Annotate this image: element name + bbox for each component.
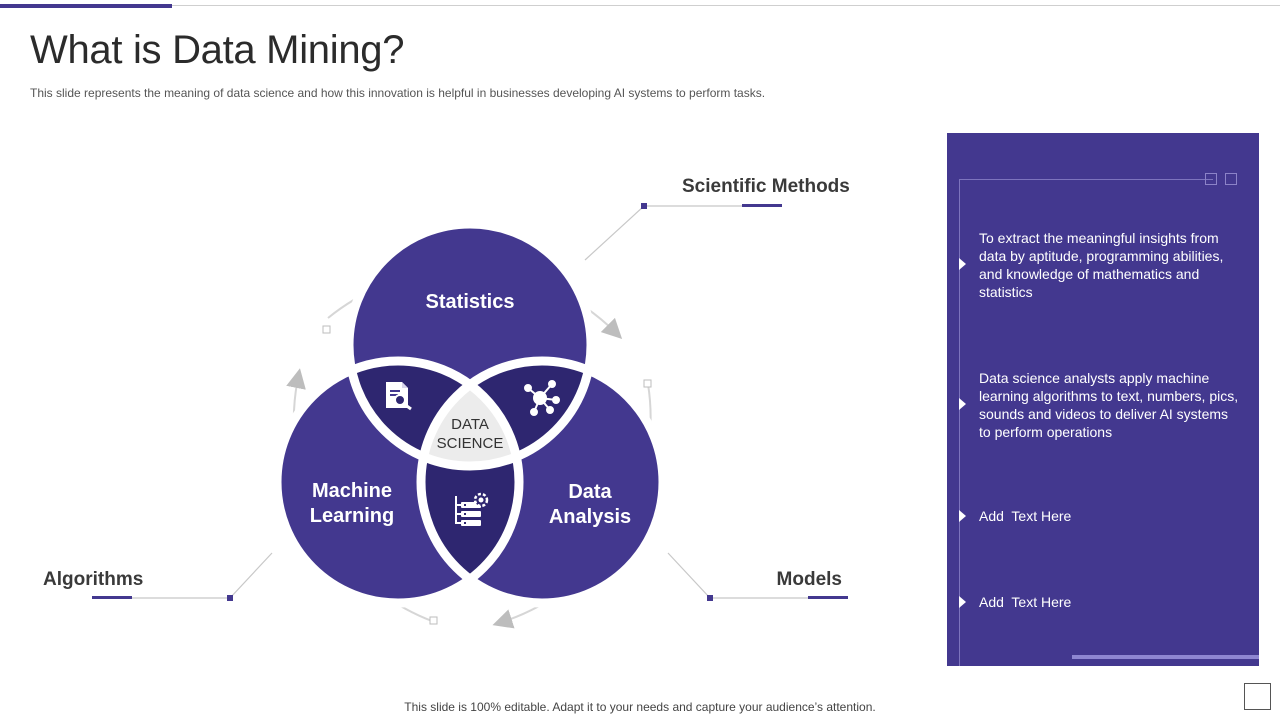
bullet-arrow-icon — [959, 398, 966, 410]
connector-dot — [227, 595, 233, 601]
label-data-science-2: SCIENCE — [437, 435, 504, 452]
panel-square — [1205, 173, 1217, 185]
panel-frame-line — [959, 179, 1213, 180]
panel-item-3: Add Text Here — [979, 508, 1072, 524]
label-data-analysis-1: Data — [568, 481, 612, 503]
label-data-science-1: DATA — [451, 416, 489, 433]
bullet-arrow-icon — [959, 510, 966, 522]
ring-node — [429, 616, 438, 625]
callout-models: Models — [777, 569, 842, 590]
label-statistics: Statistics — [426, 291, 515, 313]
top-accent-bar — [0, 4, 172, 8]
panel-item-1: To extract the meaningful insights from … — [979, 230, 1224, 300]
connector-dot — [641, 203, 647, 209]
panel-square — [1225, 173, 1237, 185]
info-panel: To extract the meaningful insights from … — [947, 133, 1259, 666]
footer-note: This slide is 100% editable. Adapt it to… — [404, 700, 876, 714]
bullet-arrow-icon — [959, 596, 966, 608]
panel-item-4: Add Text Here — [979, 594, 1072, 610]
callout-scientific-methods: Scientific Methods — [682, 176, 850, 197]
connector-thick — [742, 204, 782, 207]
server-gear-icon — [455, 492, 489, 526]
document-search-icon — [386, 382, 412, 411]
network-nodes-icon — [524, 380, 560, 416]
bullet-arrow-icon — [959, 258, 966, 270]
slide-title: What is Data Mining? — [30, 28, 405, 72]
connector-top-right — [584, 205, 782, 261]
slide-subtitle: This slide represents the meaning of dat… — [30, 86, 766, 100]
panel-frame-line — [959, 179, 960, 666]
venn-diagram: Statistics Machine Learning Data Analysi… — [43, 176, 850, 629]
connector-dot — [707, 595, 713, 601]
ring-node — [643, 379, 652, 388]
panel-item-2: Data science analysts apply machine lear… — [979, 370, 1239, 440]
top-divider — [0, 5, 1280, 6]
label-machine-learning-1: Machine — [312, 480, 392, 502]
callout-algorithms: Algorithms — [43, 569, 143, 590]
connector-thick — [92, 596, 132, 599]
overlap-center — [421, 361, 519, 466]
label-machine-learning-2: Learning — [310, 505, 394, 527]
ring-node — [322, 325, 331, 334]
label-data-analysis-2: Analysis — [549, 506, 631, 528]
circle-outlines — [272, 219, 668, 608]
connector-thick — [808, 596, 848, 599]
panel-accent-bar — [1072, 655, 1259, 659]
corner-box — [1244, 683, 1271, 710]
